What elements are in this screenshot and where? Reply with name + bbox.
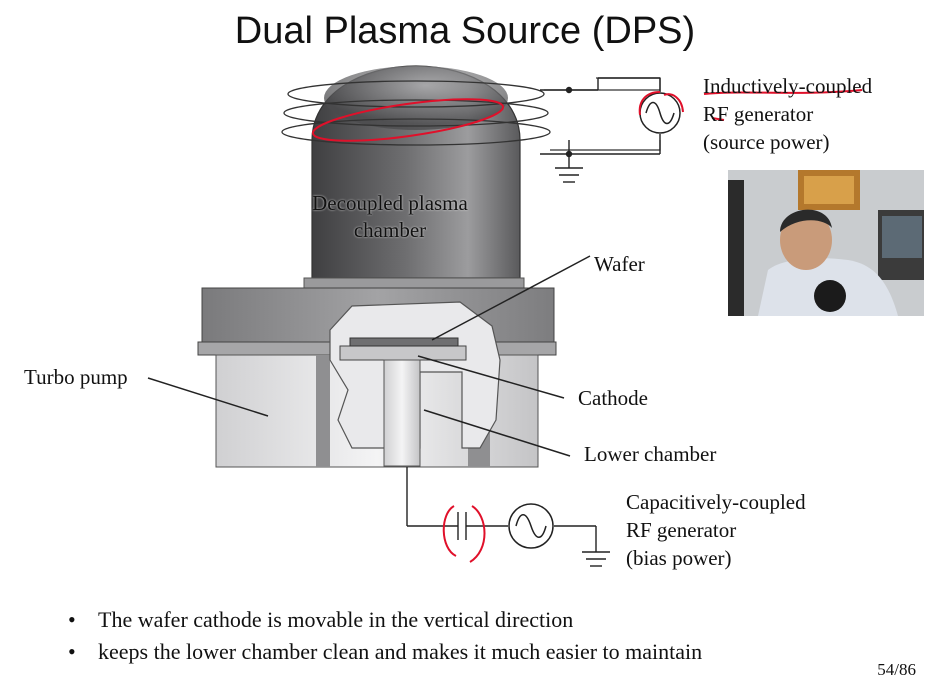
ccp-wiring [406, 467, 610, 567]
lower-chamber-label: Lower chamber [584, 442, 717, 466]
ccp-label-line3: (bias power) [626, 546, 732, 570]
plasma-chamber-label: Decoupled plasma chamber [300, 190, 480, 244]
slide-title: Dual Plasma Source (DPS) [234, 10, 696, 52]
ccp-label-line2: RF generator [626, 518, 737, 542]
icp-label-line2: RF generator [703, 102, 814, 126]
presenter-webcam [728, 170, 924, 316]
bullet-item: The wafer cathode is movable in the vert… [62, 604, 702, 636]
icp-rf-source-icon [639, 92, 681, 134]
icp-generator-label: Inductively-coupled RF generator (source… [703, 72, 872, 156]
red-annotations [311, 89, 863, 563]
icp-wiring [540, 77, 661, 183]
cathode-label: Cathode [578, 386, 648, 410]
chamber-label-line1: Decoupled plasma [312, 191, 468, 215]
bullet-item: keeps the lower chamber clean and makes … [62, 636, 702, 668]
page-number: 54/86 [877, 660, 916, 679]
turbo-pump-label: Turbo pump [24, 365, 128, 389]
leader-lines [147, 255, 591, 457]
ccp-rf-source-icon [508, 503, 554, 549]
ccp-label-line1: Capacitively-coupled [626, 490, 806, 514]
bullet-list: The wafer cathode is movable in the vert… [62, 604, 702, 668]
chamber-label-line2: chamber [353, 218, 427, 242]
cathode [339, 337, 467, 467]
wafer-label: Wafer [594, 252, 645, 276]
presenter-video-frame [728, 170, 924, 316]
icp-label-line3: (source power) [703, 130, 830, 154]
ccp-generator-label: Capacitively-coupled RF generator (bias … [626, 488, 806, 572]
icp-label-line1: Inductively-coupled [703, 74, 873, 98]
plasma-chamber-dome [303, 65, 525, 289]
